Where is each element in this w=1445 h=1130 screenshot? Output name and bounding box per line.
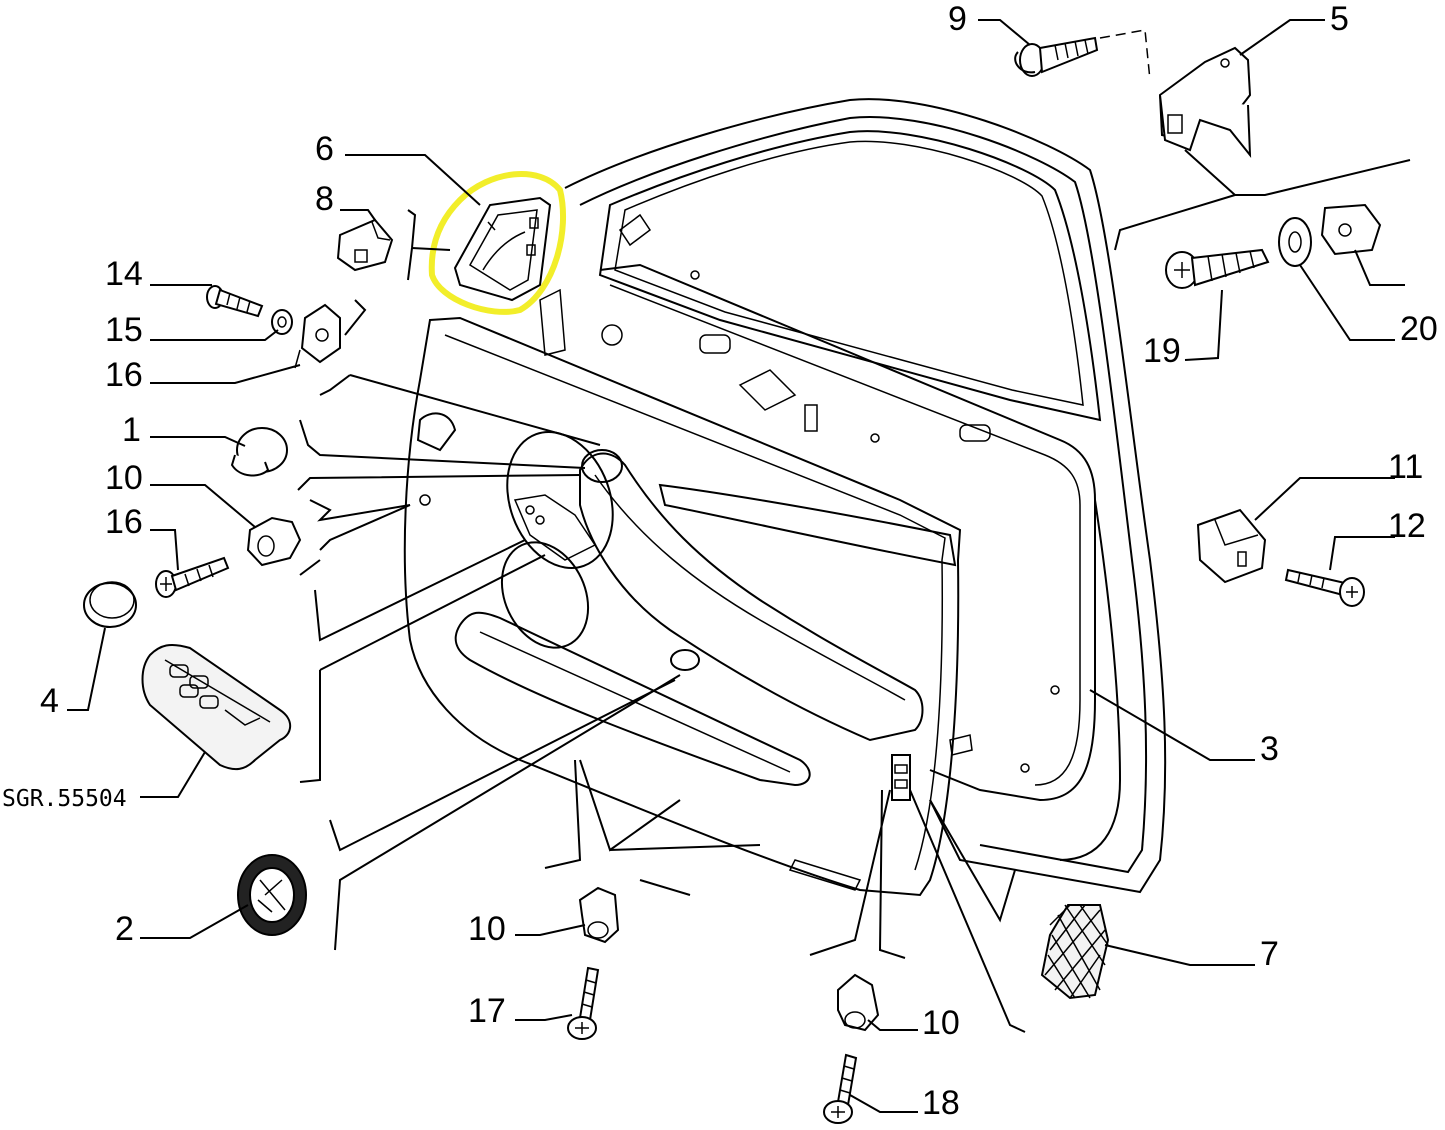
callout-12: 12 [1388,507,1426,545]
part-11-clip [1196,508,1267,584]
door-trim-panel [403,316,973,897]
callout-9: 9 [948,0,967,38]
part-1-cap [230,427,288,477]
callout-8: 8 [315,180,334,218]
part-4-plug [83,581,137,628]
callout-6: 6 [315,130,334,168]
leader-lines [67,19,1411,1113]
highlight-ring [428,171,566,315]
part-5-bracket [1158,46,1252,159]
callout-1: 1 [122,411,141,449]
part-10-clip-left [246,516,302,567]
callout-19: 20 [1400,310,1438,348]
callout-2: 2 [115,910,134,948]
callout-14: 15 [105,311,143,349]
part-2-badge [237,854,307,936]
part-switch-panel [141,643,292,771]
part-14-washer [271,309,293,335]
part-16-screw-bottom [567,966,600,1040]
part-9-screw [1014,36,1099,77]
callout-10-left: 10 [105,459,143,497]
callout-4: 4 [40,682,59,720]
callout-7: 7 [1260,935,1279,973]
callout-5: 5 [1330,0,1349,38]
part-13-screw [206,285,264,318]
part-12-screw [1284,568,1365,607]
part-20-nut-clip [1320,203,1382,256]
part-10-clip-right [837,973,880,1032]
part-18-screw [1165,248,1270,289]
reference-code: SGR.55504 [2,786,127,812]
callout-11: 11 [1388,448,1423,486]
part-10-clip-center [578,886,620,944]
callout-13: 14 [105,255,143,293]
part-15-nut-clip [294,303,341,369]
callout-10-center: 10 [468,910,506,948]
part-7-speaker-grille [1040,904,1110,1000]
part-8-clip [336,218,394,272]
callout-3: 3 [1260,730,1279,768]
door-frame [539,98,1167,894]
callout-16-left: 16 [105,503,143,541]
part-17-screw [823,1053,858,1124]
callout-16-bottom: 17 [468,992,506,1030]
callout-15: 16 [105,356,143,394]
callout-18: 19 [1143,332,1181,370]
part-19-washer [1278,217,1312,267]
callout-17: 18 [922,1084,960,1122]
callout-10-right: 10 [922,1004,960,1042]
part-6-mirror-corner-trim [453,196,552,302]
part-16-screw-left [155,556,230,598]
